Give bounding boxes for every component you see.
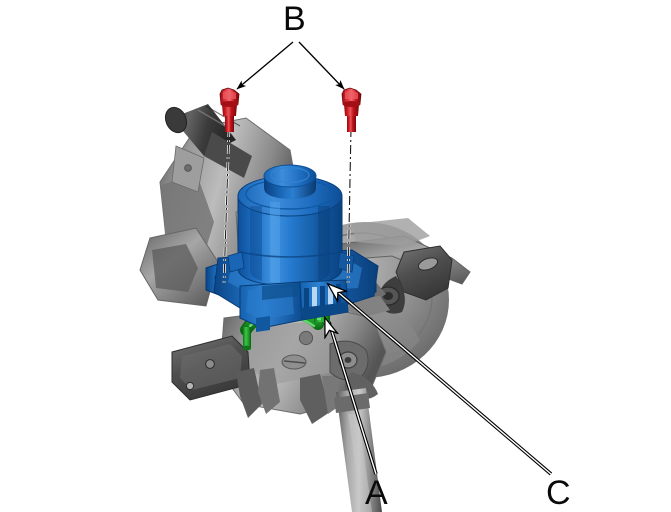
- callout-label-c: C: [546, 474, 571, 512]
- leader-b-left: [236, 41, 294, 90]
- bolt-right-flange: [342, 101, 361, 107]
- dark-sensor-cylinder: [164, 104, 252, 193]
- mounting-bolt-left: [219, 87, 240, 132]
- callout-leaders: [236, 41, 553, 476]
- left-bracket-hole-b: [185, 381, 195, 391]
- green-hose-left-stub: [243, 327, 251, 348]
- sensor-cyl-endcap: [164, 106, 188, 134]
- callout-label-a: A: [365, 474, 388, 512]
- terminal-fin-1: [304, 288, 309, 310]
- pump-top-hub-face: [263, 164, 317, 188]
- housing-rib-b: [348, 296, 390, 318]
- left-bracket-hole-a: [205, 359, 215, 369]
- right-bracket-ear: [395, 245, 453, 301]
- pump-can-shade-left: [250, 206, 262, 281]
- pump-terminal-lip: [300, 302, 348, 320]
- drive-shaft-collar: [334, 393, 370, 413]
- sensor-cyl-collar: [204, 132, 252, 178]
- bolt-left-shank: [225, 114, 234, 132]
- housing-right-rail-top: [352, 218, 430, 246]
- green-hose-left-end: [242, 345, 252, 351]
- terminal-fin-3: [320, 286, 325, 308]
- terminal-fin-4: [328, 285, 333, 307]
- pump-can-groove: [239, 251, 341, 258]
- pump-side-boss-right: [337, 251, 355, 273]
- pump-can-specular: [270, 202, 280, 283]
- bolt-left-shank-upper: [222, 104, 237, 116]
- callout-label-b: B: [283, 0, 306, 38]
- mounting-bolt-right: [341, 87, 362, 132]
- bolt-left-head-highlight: [223, 90, 236, 99]
- pump-lower-nub: [256, 316, 270, 332]
- drive-shaft-highlight: [348, 414, 372, 512]
- bolt-axis-right-dark: [347, 127, 352, 284]
- lower-drive-shaft: [334, 388, 382, 512]
- bolt-right-shank-upper: [344, 104, 359, 116]
- housing-fin-right: [300, 374, 330, 424]
- bolt-right-head-highlight: [345, 90, 358, 99]
- leader-c-core: [332, 287, 552, 475]
- housing-fin-left2: [258, 368, 280, 414]
- pump-connector-shoulder: [262, 283, 300, 300]
- leader-a-core: [328, 321, 377, 475]
- pump-top-hub-inner-ring: [270, 167, 310, 184]
- sensor-mount-hole: [184, 164, 192, 172]
- pump-can-shade-right: [318, 206, 330, 281]
- terminal-fin-2: [312, 287, 317, 309]
- pump-side-boss-left: [227, 251, 245, 273]
- housing-lower-face: [244, 320, 340, 384]
- housing-left-pocket: [152, 244, 198, 292]
- housing-port-hole: [298, 330, 314, 346]
- blue-pump-body: [205, 164, 379, 332]
- housing-fin-left: [236, 368, 262, 418]
- right-bracket-slot: [417, 257, 439, 271]
- leader-b-right: [298, 41, 345, 90]
- yoke-cap-bore: [344, 357, 352, 363]
- bolt-right-shank: [347, 114, 356, 132]
- bolt-centerlines: [222, 127, 353, 284]
- bolt-axis-left-dark: [223, 127, 230, 284]
- bolt-left-flange: [220, 101, 239, 107]
- housing-screw-slot: [283, 360, 306, 364]
